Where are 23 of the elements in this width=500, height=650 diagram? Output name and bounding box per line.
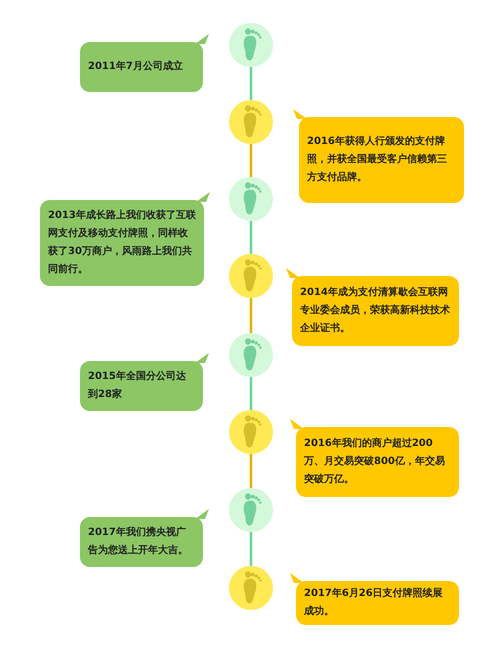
timeline-connector (250, 67, 252, 100)
timeline-connector (250, 221, 252, 254)
timeline-circle (229, 566, 273, 610)
milestone-text: 2013年成长路上我们收获了互联网支付及移动支付牌照，同样收获了30万商户，风雨路上我们共同前行。 (48, 208, 196, 277)
milestone-text: 2014年成为支付清算歇会互联网专业委会成员，荣获高新科技技术企业证书。 (300, 286, 451, 336)
timeline-circle (229, 23, 273, 67)
timeline-circle (229, 333, 273, 377)
milestone-text: 2015年全国分公司达到28家 (88, 370, 187, 402)
timeline-connector (250, 144, 252, 177)
milestone-text: 2016年获得人行颁发的支付牌照，并获全国最受客户信赖第三方支付品牌。 (307, 134, 448, 185)
milestone-text: 2011年7月公司成立 (88, 59, 183, 74)
timeline-circle (229, 100, 273, 144)
timeline-circle (229, 177, 273, 221)
timeline-circle (229, 488, 273, 532)
timeline-connector (250, 377, 252, 410)
timeline-connector (250, 454, 252, 488)
milestone-text: 2017年6月26日支付牌照续展成功。 (304, 586, 444, 619)
timeline-connector (250, 532, 252, 566)
timeline-circle (229, 410, 273, 454)
milestone-text: 2017年我们携央视广告为您送上开年大吉。 (88, 525, 189, 558)
timeline-connector (250, 298, 252, 333)
milestone-text: 2016年我们的商户超过200万、月交易突破800亿，年交易突破万亿。 (304, 436, 446, 487)
timeline-circle (229, 254, 273, 298)
